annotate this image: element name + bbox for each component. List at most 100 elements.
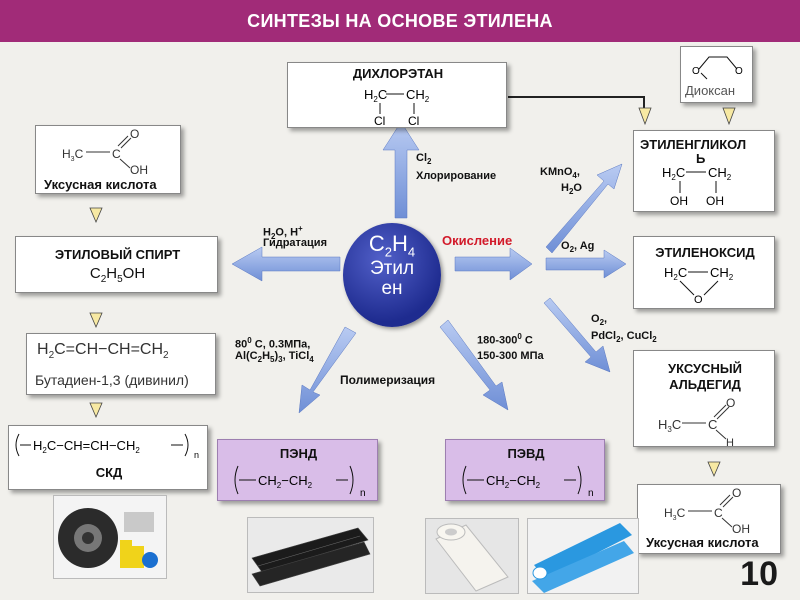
cond-polymerization: Полимеризация — [340, 373, 436, 387]
acetaldehyde-box: УКСУСНЫЙ АЛЬДЕГИД H3C C O H — [633, 350, 775, 447]
svg-text:CH2: CH2 — [406, 87, 430, 104]
ethanol-label: ЭТИЛОВЫЙ СПИРТ — [54, 247, 181, 262]
svg-text:H2C: H2C — [662, 165, 685, 182]
ethylene-glycol-label-line2: Ь — [696, 151, 706, 166]
pevd-label: ПЭВД — [507, 446, 545, 461]
butadiene-formula: H2C=CH−CH=CH2 — [37, 341, 169, 362]
svg-text:H2C−CH=CH−CH2: H2C−CH=CH−CH2 — [33, 438, 140, 455]
skd-box: H2C−CH=CH−CH2 n СКД — [8, 425, 208, 490]
svg-text:C: C — [708, 417, 717, 432]
dioxane-box: O O Диоксан — [680, 46, 753, 103]
arrow-left — [231, 246, 341, 282]
arrow-pevd — [439, 319, 509, 411]
svg-text:O: O — [130, 128, 139, 141]
svg-text:OH: OH — [732, 522, 750, 535]
svg-text:O: O — [732, 487, 741, 500]
film-roll-image — [425, 518, 519, 594]
acetaldehyde-structure: H3C C O H — [658, 396, 735, 447]
svg-text:n: n — [360, 488, 366, 499]
cond-pdcl2: PdCl2, CuCl2 — [591, 330, 657, 345]
acetic-acid-bottom-structure: H3C C O OH — [664, 487, 750, 535]
arrow-right-short — [454, 247, 533, 281]
pipes-image — [247, 517, 374, 593]
cond-hydration: Гидратация — [263, 237, 327, 249]
ethanol-formula: C2H5OH — [89, 265, 146, 285]
cond-chlorination: Хлорирование — [416, 170, 497, 182]
svg-text:O: O — [726, 396, 735, 410]
svg-text:H2C: H2C — [664, 265, 687, 282]
skd-label: СКД — [95, 465, 123, 480]
svg-text:CH2−CH2: CH2−CH2 — [486, 473, 541, 490]
cond-o2-ag: O2, Ag — [561, 240, 595, 255]
dichloroethane-structure: H2C CH2 Cl Cl — [364, 87, 430, 127]
blue-pipes-image — [527, 518, 639, 594]
skd-structure: H2C−CH=CH−CH2 n — [15, 433, 199, 460]
cond-hydration-reagent: H2O, H+ — [263, 224, 303, 241]
ethylene-name-line2: ен — [381, 278, 403, 300]
svg-text:H3C: H3C — [658, 417, 681, 434]
cond-cl2: Cl2 — [416, 152, 432, 167]
ethylene-name-line1: Этил — [369, 258, 415, 280]
arrow-up — [382, 121, 420, 219]
dioxane-label: Диоксан — [685, 83, 736, 98]
svg-text:Cl: Cl — [374, 114, 385, 127]
dichloroethane-label: ДИХЛОРЭТАН — [352, 66, 444, 81]
svg-text:C: C — [714, 506, 723, 520]
svg-text:H3C: H3C — [62, 147, 84, 163]
svg-text:H: H — [726, 437, 734, 447]
cond-o2: O2, — [591, 313, 608, 328]
svg-text:O: O — [735, 66, 743, 77]
svg-text:CH2−CH2: CH2−CH2 — [258, 473, 313, 490]
svg-text:H3C: H3C — [664, 506, 686, 522]
arrow-glycol — [545, 163, 623, 254]
cond-oxidation: Окисление — [442, 233, 513, 248]
cond-kmno4: KMnO4, — [540, 166, 580, 181]
pend-structure: CH2−CH2 n — [234, 465, 366, 499]
svg-text:n: n — [194, 450, 199, 460]
acetaldehyde-label-line2: АЛЬДЕГИД — [669, 377, 741, 392]
cond-pevd-line2: 150-300 МПа — [477, 350, 544, 362]
ethanol-box: ЭТИЛОВЫЙ СПИРТ C2H5OH — [15, 236, 218, 293]
cond-pend-line1: 800 С, 0.3МПа, — [235, 336, 311, 351]
pend-box: ПЭНД CH2−CH2 n — [217, 439, 378, 501]
pevd-structure: CH2−CH2 n — [462, 465, 594, 499]
cond-h2o: H2O — [561, 182, 582, 197]
page-title: СИНТЕЗЫ НА ОСНОВЕ ЭТИЛЕНА — [0, 0, 800, 42]
svg-text:H2C: H2C — [364, 87, 387, 104]
pend-label: ПЭНД — [279, 446, 318, 461]
cond-pevd-line1: 180-3000 С — [477, 332, 533, 347]
ethylene-oxide-structure: H2C CH2 O — [664, 265, 734, 306]
butadiene-box: H2C=CH−CH=CH2 Бутадиен-1,3 (дивинил) — [26, 333, 216, 395]
svg-text:OH: OH — [130, 163, 148, 176]
ethylene-glycol-box: ЭТИЛЕНГЛИКОЛ Ь H2C CH2 OH OH — [633, 130, 775, 212]
acetic-acid-bottom-label: Уксусная кислота — [646, 535, 759, 550]
ethylene-formula: C2H4 — [368, 231, 416, 260]
ethylene-oxide-box: ЭТИЛЕНОКСИД H2C CH2 O — [633, 236, 775, 309]
svg-text:O: O — [692, 66, 700, 77]
tires-image — [53, 495, 167, 579]
svg-text:C: C — [112, 147, 121, 161]
butadiene-label: Бутадиен-1,3 (дивинил) — [35, 372, 189, 388]
arrow-acetaldehyde — [543, 297, 611, 373]
svg-text:OH: OH — [670, 194, 688, 208]
svg-text:n: n — [588, 488, 594, 499]
dioxane-structure: O O — [692, 56, 743, 80]
arrow-oxide — [545, 249, 627, 279]
acetaldehyde-label-line1: УКСУСНЫЙ — [667, 361, 742, 376]
acetic-acid-top-box: H3C C O OH Уксусная кислота — [35, 125, 181, 194]
ethylene-oxide-label: ЭТИЛЕНОКСИД — [655, 245, 755, 260]
ethylene-center: C2H4 Этил ен — [343, 223, 441, 327]
dichloroethane-box: ДИХЛОРЭТАН H2C CH2 Cl Cl — [287, 62, 507, 128]
acetic-acid-bottom-box: H3C C O OH Уксусная кислота — [637, 484, 781, 554]
svg-text:CH2: CH2 — [708, 165, 732, 182]
ethylene-glycol-structure: H2C CH2 OH OH — [662, 165, 732, 208]
acetic-acid-top-structure: H3C C O OH — [62, 128, 148, 176]
svg-text:OH: OH — [706, 194, 724, 208]
acetic-acid-top-label: Уксусная кислота — [44, 177, 157, 192]
svg-text:Cl: Cl — [408, 114, 419, 127]
svg-text:CH2: CH2 — [710, 265, 734, 282]
pevd-box: ПЭВД CH2−CH2 n — [445, 439, 605, 501]
cond-pend-line2: Al(C2H5)3, TiCl4 — [235, 350, 314, 365]
ethylene-glycol-label-line1: ЭТИЛЕНГЛИКОЛ — [640, 137, 747, 152]
